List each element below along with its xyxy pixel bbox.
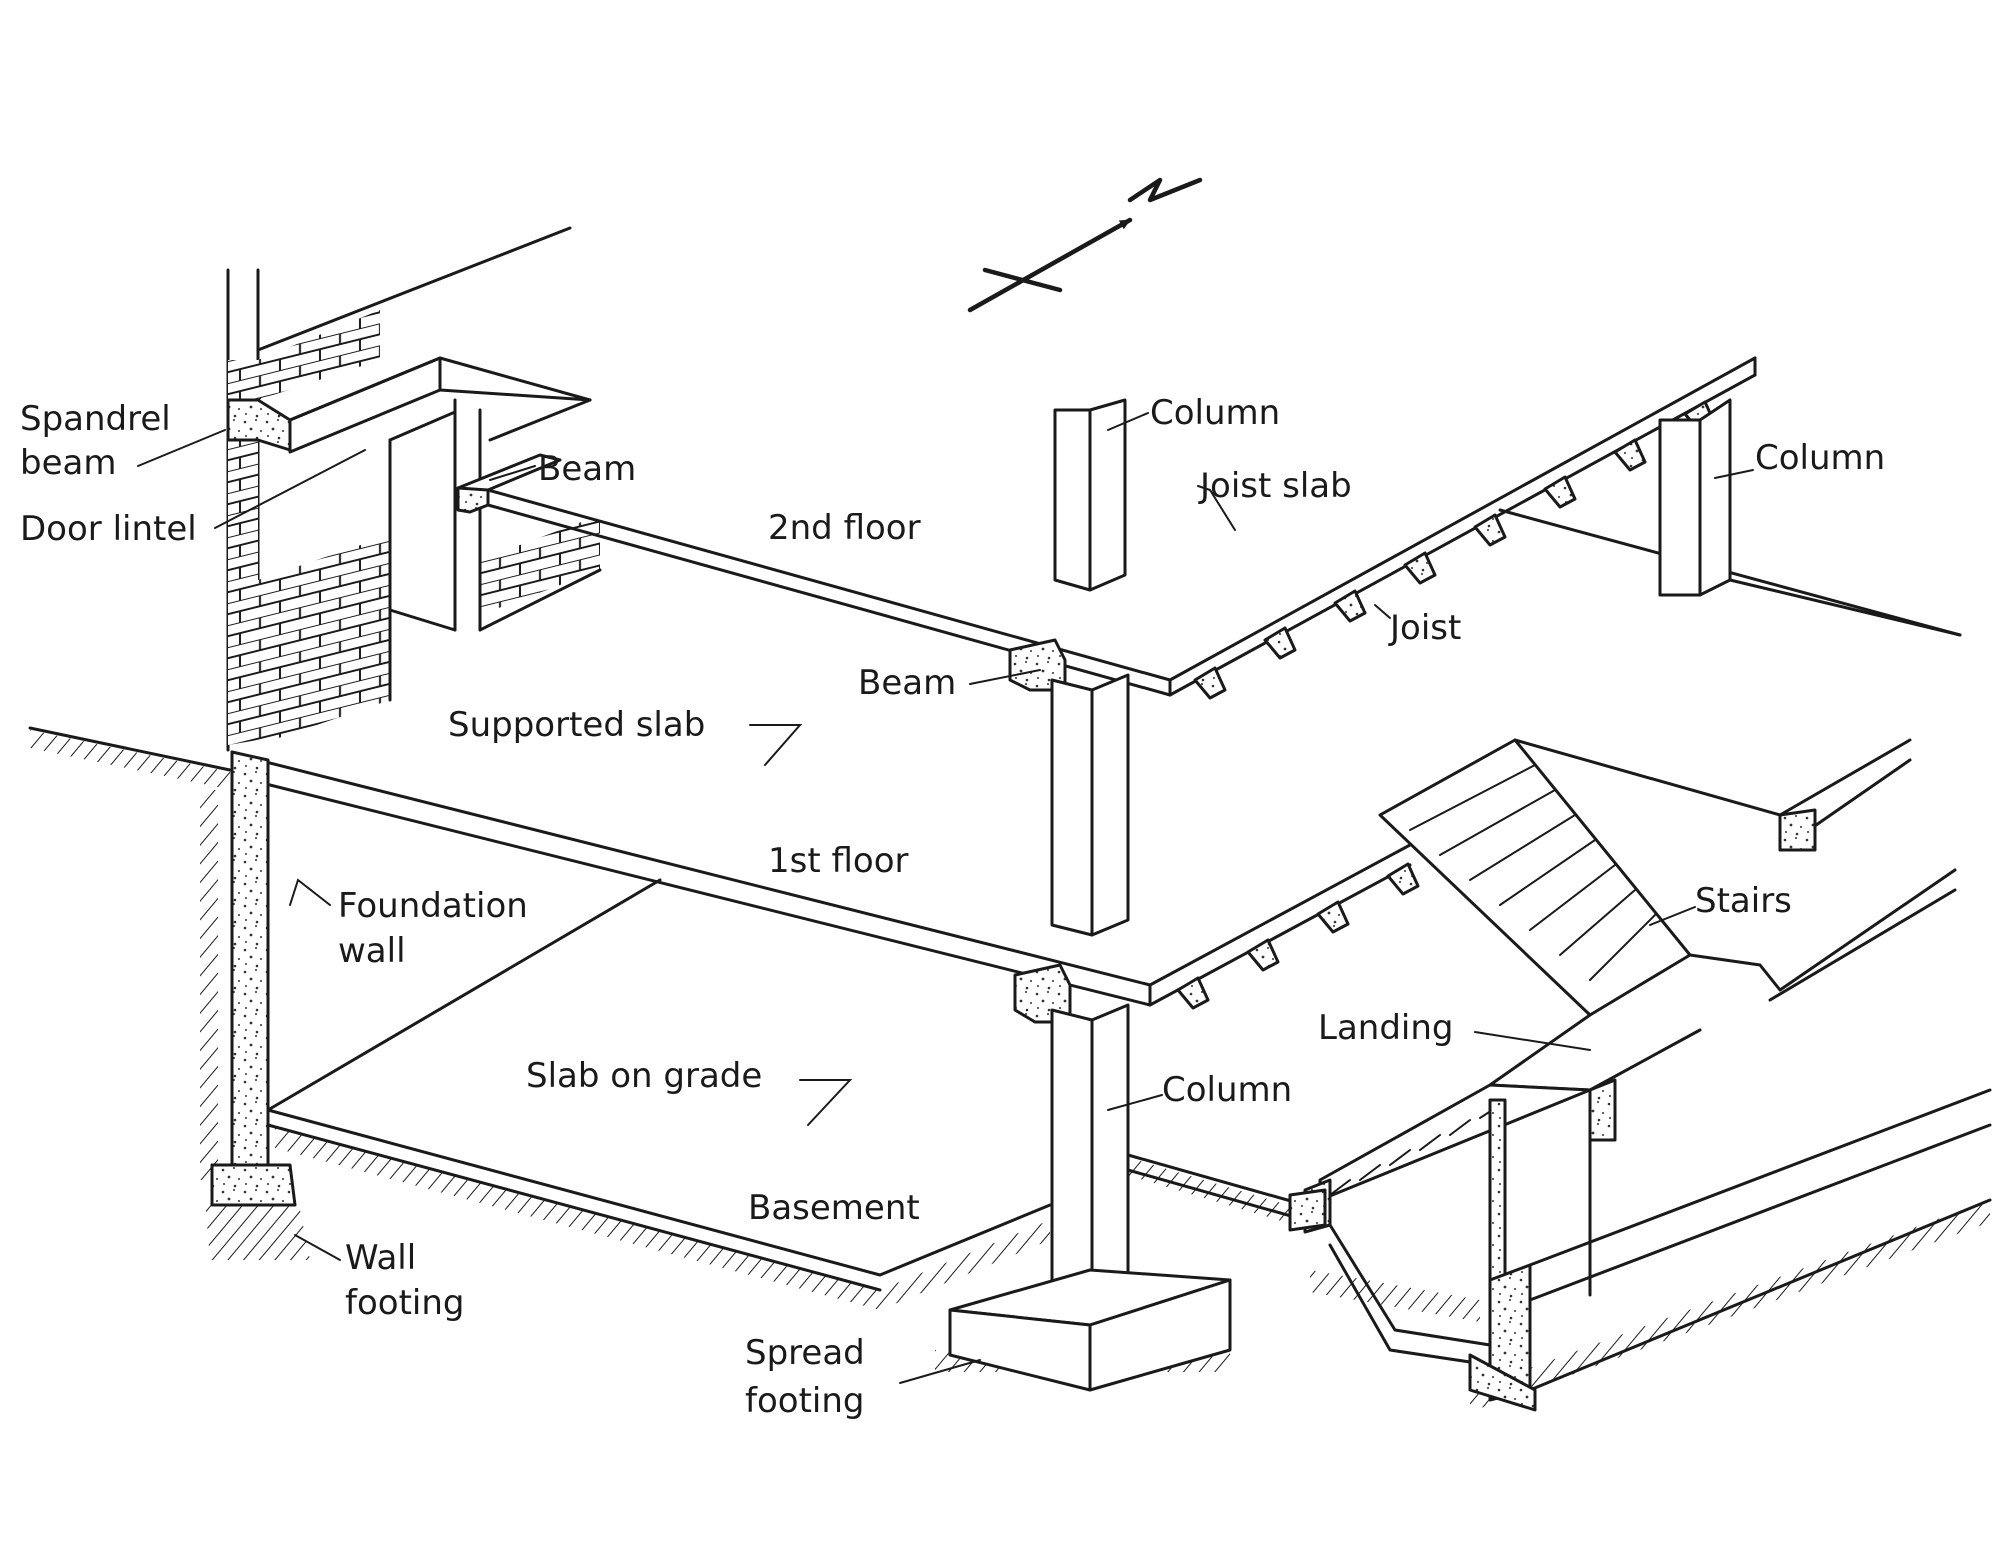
label-landing: Landing (1318, 1008, 1454, 1048)
beam-upper (456, 453, 562, 514)
landing (1303, 1013, 1992, 1412)
label-first-floor: 1st floor (768, 841, 909, 881)
stairs (1378, 738, 1957, 1017)
label-joist: Joist (1390, 608, 1462, 648)
label-spread-footing-2: footing (745, 1381, 865, 1421)
label-beam-lower: Beam (858, 663, 957, 703)
wall-footing (210, 1163, 297, 1207)
foundation-wall (230, 750, 1052, 1292)
label-spread-footing-1: Spread (745, 1333, 865, 1373)
label-basement: Basement (748, 1188, 920, 1228)
label-foundation-wall-2: wall (338, 931, 406, 971)
spandrel-beam (226, 356, 592, 454)
label-wall-footing-2: footing (345, 1283, 465, 1323)
column-top-right (1658, 398, 1962, 637)
first-floor-slab (230, 750, 1420, 1112)
label-column-top-center: Column (1150, 393, 1281, 433)
leader-lines (137, 412, 1754, 1384)
second-floor-slab (486, 488, 1172, 697)
north-arrow-icon (967, 177, 1203, 313)
label-wall-footing-1: Wall (345, 1238, 417, 1278)
label-supported-slab: Supported slab (448, 705, 706, 745)
label-beam-upper: Beam (538, 449, 637, 489)
label-door-lintel: Door lintel (20, 509, 197, 549)
label-joist-slab: Joist slab (1200, 466, 1352, 506)
masonry-wall (226, 226, 600, 752)
label-foundation-wall-1: Foundation (338, 886, 528, 926)
label-slab-on-grade: Slab on grade (526, 1056, 763, 1096)
label-spandrel-beam-2: beam (20, 443, 117, 483)
label-spandrel-beam-1: Spandrel (20, 399, 171, 439)
door-lintel (388, 388, 602, 632)
spread-footing (948, 1268, 1232, 1392)
column-top-center (1053, 398, 1127, 592)
label-column-bottom: Column (1162, 1070, 1293, 1110)
slab-on-grade (1126, 1153, 1327, 1232)
joist-slab (1168, 356, 1962, 700)
column-middle (1050, 673, 1130, 937)
column-lower (1050, 1003, 1130, 1302)
label-column-top-right: Column (1755, 438, 1886, 478)
joist-ribs (1193, 400, 1717, 700)
label-stairs: Stairs (1695, 881, 1792, 921)
label-second-floor: 2nd floor (768, 508, 921, 548)
